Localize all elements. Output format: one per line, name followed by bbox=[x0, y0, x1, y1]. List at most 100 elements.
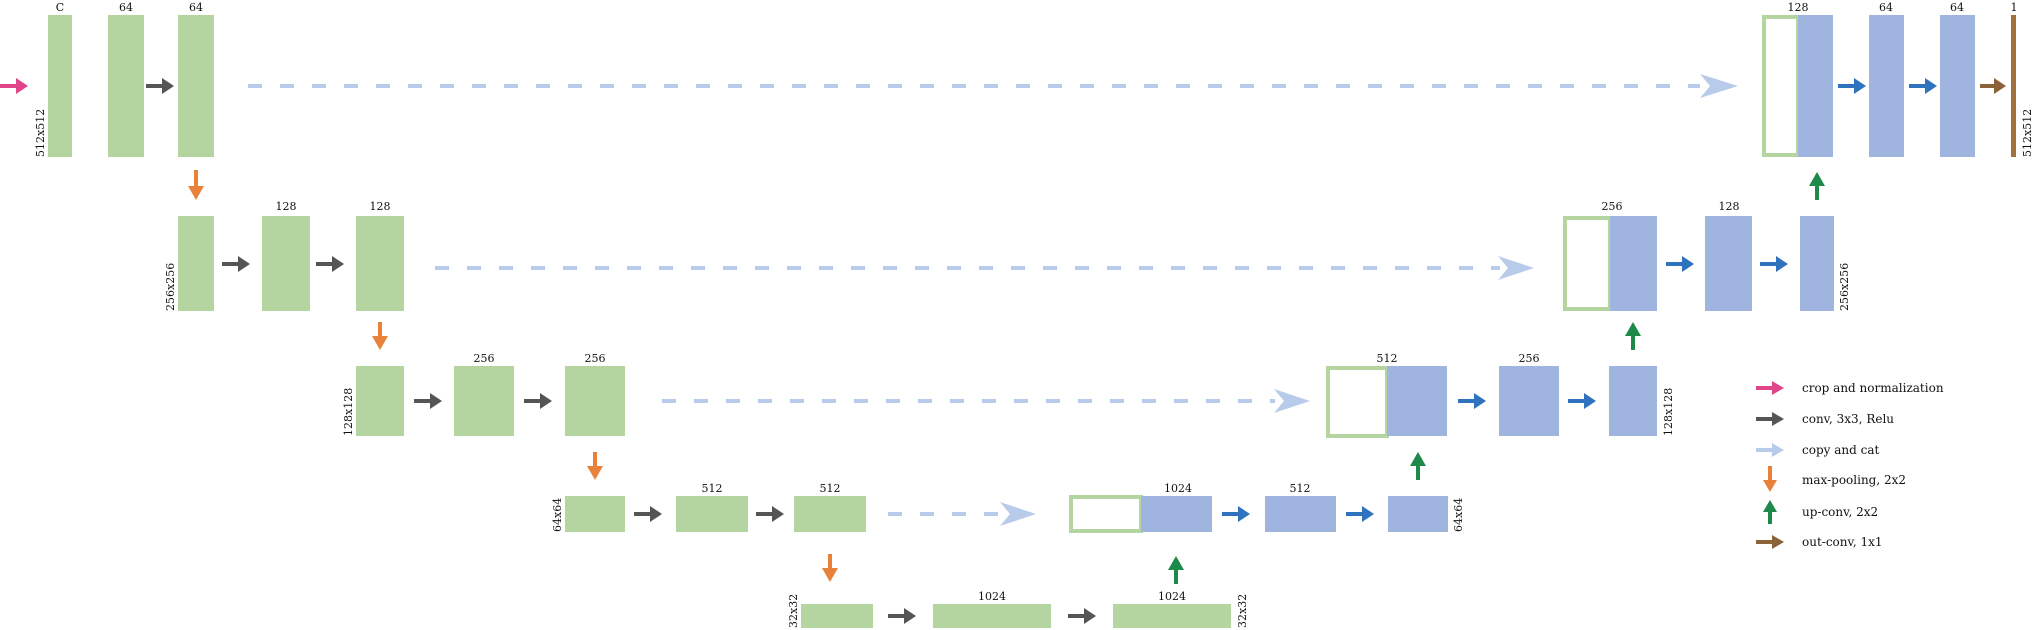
channel-label: 256 bbox=[1602, 200, 1623, 213]
conv-arrow bbox=[316, 256, 344, 272]
skip-arrowhead-level1 bbox=[1700, 74, 1738, 98]
feature-map-block bbox=[1705, 216, 1752, 311]
decoder-level-2: 256 128 256x256 bbox=[1563, 172, 1851, 311]
channel-label: 128 bbox=[370, 200, 391, 213]
feature-map-block bbox=[933, 604, 1051, 628]
legend-label: out-conv, 1x1 bbox=[1802, 535, 1883, 549]
conv-arrow bbox=[634, 506, 662, 522]
cropped-copy-block bbox=[1762, 15, 1800, 157]
legend-item-crop: crop and normalization bbox=[1756, 381, 1944, 395]
size-label: 256x256 bbox=[1838, 263, 1851, 311]
conv-arrow bbox=[1666, 256, 1694, 272]
channel-label: 1024 bbox=[1164, 482, 1192, 495]
legend: crop and normalization conv, 3x3, Relu c… bbox=[1756, 381, 1944, 549]
size-label: 512x512 bbox=[2021, 109, 2034, 157]
feature-map-block bbox=[262, 216, 310, 311]
feature-map-block bbox=[1388, 496, 1448, 532]
conv-arrow bbox=[222, 256, 250, 272]
legend-label: up-conv, 2x2 bbox=[1802, 505, 1878, 519]
crop-arrow bbox=[0, 78, 28, 94]
feature-map-block bbox=[356, 366, 404, 436]
channel-label: 256 bbox=[585, 352, 606, 365]
channel-label: 1024 bbox=[978, 590, 1006, 603]
feature-map-block bbox=[178, 216, 214, 311]
channel-label: 256 bbox=[474, 352, 495, 365]
size-label: 512x512 bbox=[34, 109, 47, 157]
conv-arrow bbox=[1838, 78, 1866, 94]
skip-arrowhead-level2 bbox=[1498, 256, 1534, 280]
channel-label: 128 bbox=[1788, 1, 1809, 14]
feature-map-block bbox=[801, 604, 873, 628]
legend-item-copy: copy and cat bbox=[1756, 443, 1879, 457]
feature-map-block bbox=[178, 15, 214, 157]
feature-map-block bbox=[1610, 216, 1657, 311]
size-label: 64x64 bbox=[1452, 498, 1465, 532]
cropped-copy-block bbox=[1069, 495, 1143, 533]
conv-arrow bbox=[1068, 608, 1096, 624]
legend-label: copy and cat bbox=[1802, 443, 1879, 457]
skip-connections bbox=[248, 74, 1738, 526]
channel-label: 512 bbox=[702, 482, 723, 495]
feature-map-block bbox=[676, 496, 748, 532]
feature-map-block bbox=[1499, 366, 1559, 436]
feature-map-block bbox=[794, 496, 866, 532]
channel-label: 1 bbox=[2011, 1, 2018, 14]
feature-map-block bbox=[1800, 216, 1834, 311]
feature-map-block bbox=[1940, 15, 1975, 157]
feature-map-block bbox=[1265, 496, 1336, 532]
encoder-level-4: 512 512 64x64 bbox=[551, 482, 866, 582]
channel-label: 64 bbox=[1879, 1, 1893, 14]
channel-label: 64 bbox=[189, 1, 203, 14]
decoder-level-4: 1024 512 64x64 bbox=[1069, 452, 1465, 533]
feature-map-block bbox=[48, 15, 72, 157]
channel-label: 64 bbox=[1950, 1, 1964, 14]
bottleneck-level-5: 1024 1024 32x32 32x32 bbox=[787, 556, 1249, 628]
upconv-arrow bbox=[1809, 172, 1825, 200]
legend-item-outconv: out-conv, 1x1 bbox=[1756, 535, 1883, 549]
outconv-arrow bbox=[1980, 78, 2006, 94]
encoder-level-3: 256 256 128x128 bbox=[342, 352, 625, 480]
upconv-arrow bbox=[1410, 452, 1426, 480]
size-label: 32x32 bbox=[1236, 594, 1249, 628]
skip-arrowhead-level4 bbox=[1000, 502, 1036, 526]
skip-arrowhead-level3 bbox=[1274, 389, 1310, 413]
conv-arrow bbox=[414, 393, 442, 409]
channel-label: C bbox=[56, 1, 64, 14]
size-label: 32x32 bbox=[787, 594, 800, 628]
channel-label: 512 bbox=[1377, 352, 1398, 365]
channel-label: 1024 bbox=[1158, 590, 1186, 603]
upconv-arrow bbox=[1168, 556, 1184, 584]
output-block bbox=[2011, 15, 2016, 157]
upconv-arrow bbox=[1625, 322, 1641, 350]
legend-label: conv, 3x3, Relu bbox=[1802, 412, 1894, 426]
decoder-level-3: 512 256 128x128 bbox=[1326, 322, 1675, 438]
feature-map-block bbox=[565, 366, 625, 436]
size-label: 128x128 bbox=[1662, 388, 1675, 436]
size-label: 64x64 bbox=[551, 498, 564, 532]
conv-arrow bbox=[1760, 256, 1788, 272]
legend-item-conv: conv, 3x3, Relu bbox=[1756, 412, 1894, 426]
decoder-level-1: 128 64 64 1 512x512 bbox=[1762, 1, 2034, 157]
pool-arrow bbox=[372, 322, 388, 350]
conv-arrow bbox=[1568, 393, 1596, 409]
feature-map-block bbox=[1387, 366, 1447, 436]
conv-arrow bbox=[146, 78, 174, 94]
feature-map-block bbox=[1798, 15, 1833, 157]
conv-arrow bbox=[1222, 506, 1250, 522]
conv-arrow bbox=[756, 506, 784, 522]
cropped-copy-block bbox=[1326, 366, 1389, 438]
legend-label: crop and normalization bbox=[1802, 381, 1944, 395]
channel-label: 128 bbox=[1719, 200, 1740, 213]
encoder-level-2: 128 128 256x256 bbox=[164, 200, 404, 350]
conv-arrow bbox=[1458, 393, 1486, 409]
legend-item-upconv: up-conv, 2x2 bbox=[1763, 500, 1878, 524]
channel-label: 128 bbox=[276, 200, 297, 213]
pool-arrow bbox=[587, 452, 603, 480]
feature-map-block bbox=[1113, 604, 1231, 628]
channel-label: 256 bbox=[1519, 352, 1540, 365]
encoder-level-1: C 64 64 512x512 bbox=[34, 1, 214, 200]
channel-label: 64 bbox=[119, 1, 133, 14]
channel-label: 512 bbox=[1290, 482, 1311, 495]
feature-map-block bbox=[108, 15, 144, 157]
